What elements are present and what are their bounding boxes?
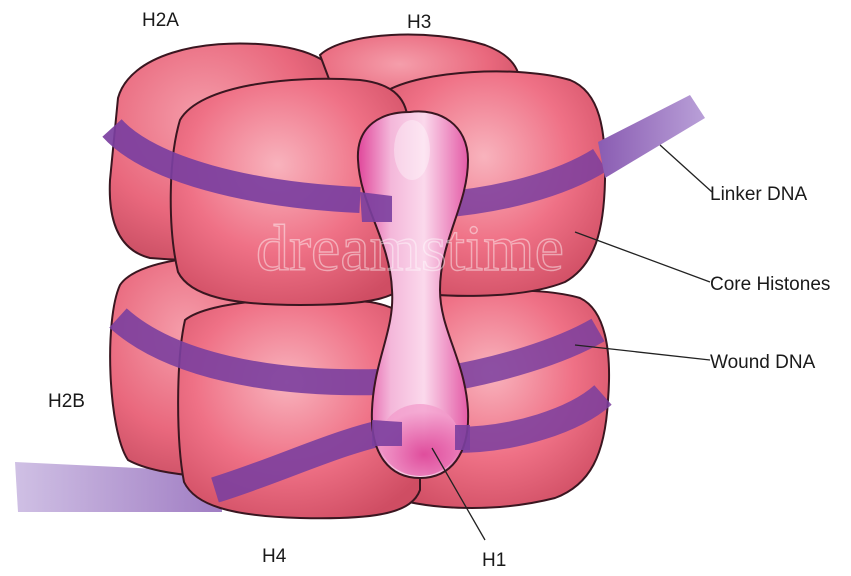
label-h2b: H2B [48, 391, 85, 412]
label-linker-dna: Linker DNA [710, 184, 807, 205]
leader-linker-dna [660, 145, 712, 192]
h1-highlight [394, 120, 430, 180]
label-wound-dna: Wound DNA [710, 352, 816, 373]
wound-dna-h1-bottom-right [455, 425, 470, 450]
watermark: dreamstime [256, 212, 564, 285]
label-h3: H3 [407, 12, 431, 33]
label-h2a: H2A [142, 10, 179, 31]
label-h4: H4 [262, 546, 287, 567]
wound-dna-h1-bottom [372, 420, 402, 446]
label-core-histones: Core Histones [710, 274, 830, 295]
label-h1: H1 [482, 550, 506, 571]
leader-core-histones [575, 232, 710, 282]
linker-dna-right [598, 95, 705, 178]
